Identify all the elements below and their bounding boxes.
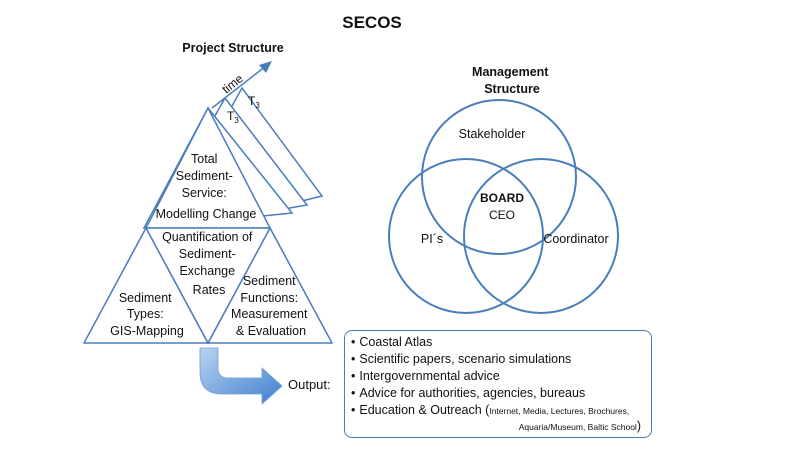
project-structure-heading: Project Structure <box>182 41 283 55</box>
pis-label: PI´s <box>421 232 443 246</box>
coordinator-circle <box>463 158 619 314</box>
output-item-coastal-atlas: Coastal Atlas <box>351 334 645 351</box>
ceo-label: CEO <box>489 208 515 222</box>
page-title: SECOS <box>342 13 402 32</box>
right-triangle-text: Sediment Functions: Measurement & Evalua… <box>231 274 311 338</box>
output-arrow <box>199 347 283 405</box>
output-item-intergovernmental-advice: Intergovernmental advice <box>351 368 645 385</box>
education-outreach-note-2: Aquaria/Museum, Baltic School) <box>518 419 641 433</box>
output-item-scientific-papers: Scientific papers, scenario simulations <box>351 351 645 368</box>
stakeholder-label: Stakeholder <box>459 127 526 141</box>
left-triangle-text: Sediment Types: GIS-Mapping <box>110 291 184 338</box>
education-outreach-label: Education & Outreach <box>359 403 482 417</box>
pis-circle <box>388 158 544 314</box>
top-triangle-text: Total Sediment- Service: Modelling Chang… <box>156 152 257 221</box>
output-list: Coastal Atlas Scientific papers, scenari… <box>351 334 645 420</box>
output-item-advice-authorities: Advice for authorities, agencies, bureau… <box>351 385 645 402</box>
board-label: BOARD <box>480 191 524 205</box>
time-layer-label-3: T3 <box>248 94 260 110</box>
output-label: Output: <box>288 377 331 392</box>
time-arrow-line <box>211 65 267 109</box>
time-layer-label-2: T3 <box>227 109 239 125</box>
center-triangle-text: Quantification of Sediment- Exchange Rat… <box>162 230 256 297</box>
triangle-center-exchange <box>144 227 272 345</box>
management-structure-heading: Management Structure <box>472 65 552 96</box>
output-item-education-outreach: Education & Outreach (Internet, Media, L… <box>351 402 645 420</box>
education-outreach-note-1: Internet, Media, Lectures, Brochures, <box>489 406 630 416</box>
stakeholder-circle <box>421 99 577 255</box>
output-list-box: Coastal Atlas Scientific papers, scenari… <box>344 330 652 438</box>
time-arrow-head <box>259 61 272 73</box>
coordinator-label: Coordinator <box>543 232 608 246</box>
